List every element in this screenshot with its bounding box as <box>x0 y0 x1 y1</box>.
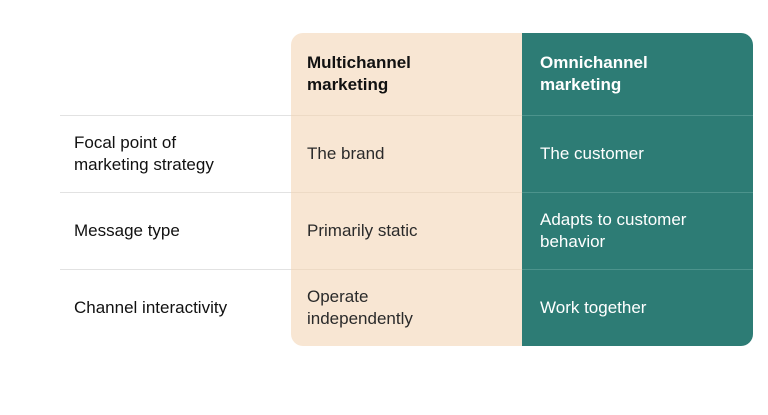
row-label-focal-point: Focal point of marketing strategy <box>74 132 214 174</box>
row-divider <box>60 115 753 116</box>
omnichannel-cell-message-type: Adapts to customer behavior <box>540 209 687 251</box>
multichannel-cell-focal-point: The brand <box>307 143 385 163</box>
row-divider <box>60 192 753 193</box>
multichannel-cell-channel-interactivity: Operate independently <box>307 286 413 328</box>
row-divider <box>60 269 753 270</box>
omnichannel-header: Omnichannel marketing <box>540 53 648 94</box>
multichannel-header: Multichannel marketing <box>307 53 411 94</box>
omnichannel-cell-channel-interactivity: Work together <box>540 297 647 317</box>
row-label-channel-interactivity: Channel interactivity <box>74 297 228 317</box>
multichannel-column <box>291 33 522 346</box>
omnichannel-cell-focal-point: The customer <box>540 143 644 163</box>
multichannel-cell-message-type: Primarily static <box>307 220 418 240</box>
omnichannel-column <box>522 33 753 346</box>
row-label-message-type: Message type <box>74 220 180 240</box>
comparison-table: Multichannel marketing Omnichannel marke… <box>60 33 753 346</box>
